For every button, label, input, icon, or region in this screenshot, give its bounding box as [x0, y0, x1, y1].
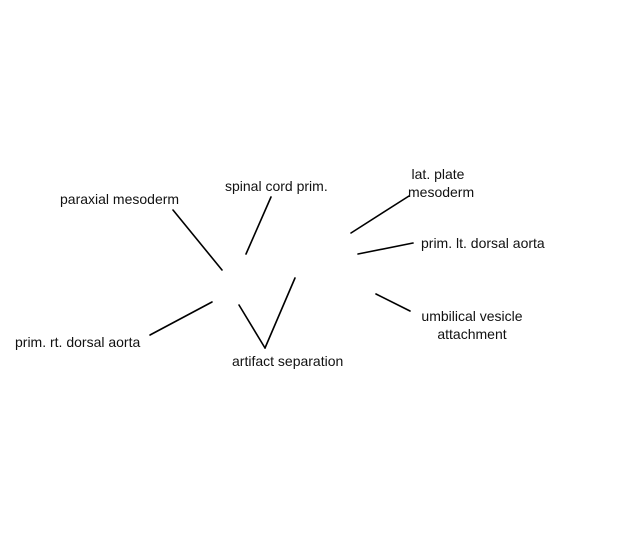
leader-line-prim-lt-dorsal-aorta — [357, 242, 414, 255]
leader-line-artifact-separation-right — [264, 277, 296, 349]
leader-line-spinal-cord-prim — [245, 196, 272, 255]
label-lat-plate-mesoderm-line2: mesoderm — [408, 184, 475, 200]
label-paraxial-mesoderm: paraxial mesoderm — [60, 191, 180, 207]
leader-line-umbilical-vesicle-attachment — [375, 293, 411, 312]
label-umbilical-vesicle-line1: umbilical vesicle — [421, 308, 523, 324]
leader-line-artifact-separation-left — [238, 304, 266, 349]
leader-line-prim-rt-dorsal-aorta — [149, 301, 213, 336]
label-lat-plate-mesoderm: lat. plate mesoderm — [408, 165, 475, 201]
leader-line-lat-plate-mesoderm — [350, 195, 410, 234]
label-artifact-separation: artifact separation — [232, 353, 344, 369]
label-spinal-cord-prim: spinal cord prim. — [225, 178, 328, 194]
label-umbilical-vesicle-attachment: umbilical vesicle attachment — [412, 307, 532, 343]
label-prim-rt-dorsal-aorta: prim. rt. dorsal aorta — [15, 334, 141, 350]
label-umbilical-vesicle-line2: attachment — [437, 326, 507, 342]
label-prim-lt-dorsal-aorta: prim. lt. dorsal aorta — [421, 235, 545, 251]
label-lat-plate-mesoderm-line1: lat. plate — [411, 166, 465, 182]
leader-line-paraxial-mesoderm — [172, 209, 223, 271]
